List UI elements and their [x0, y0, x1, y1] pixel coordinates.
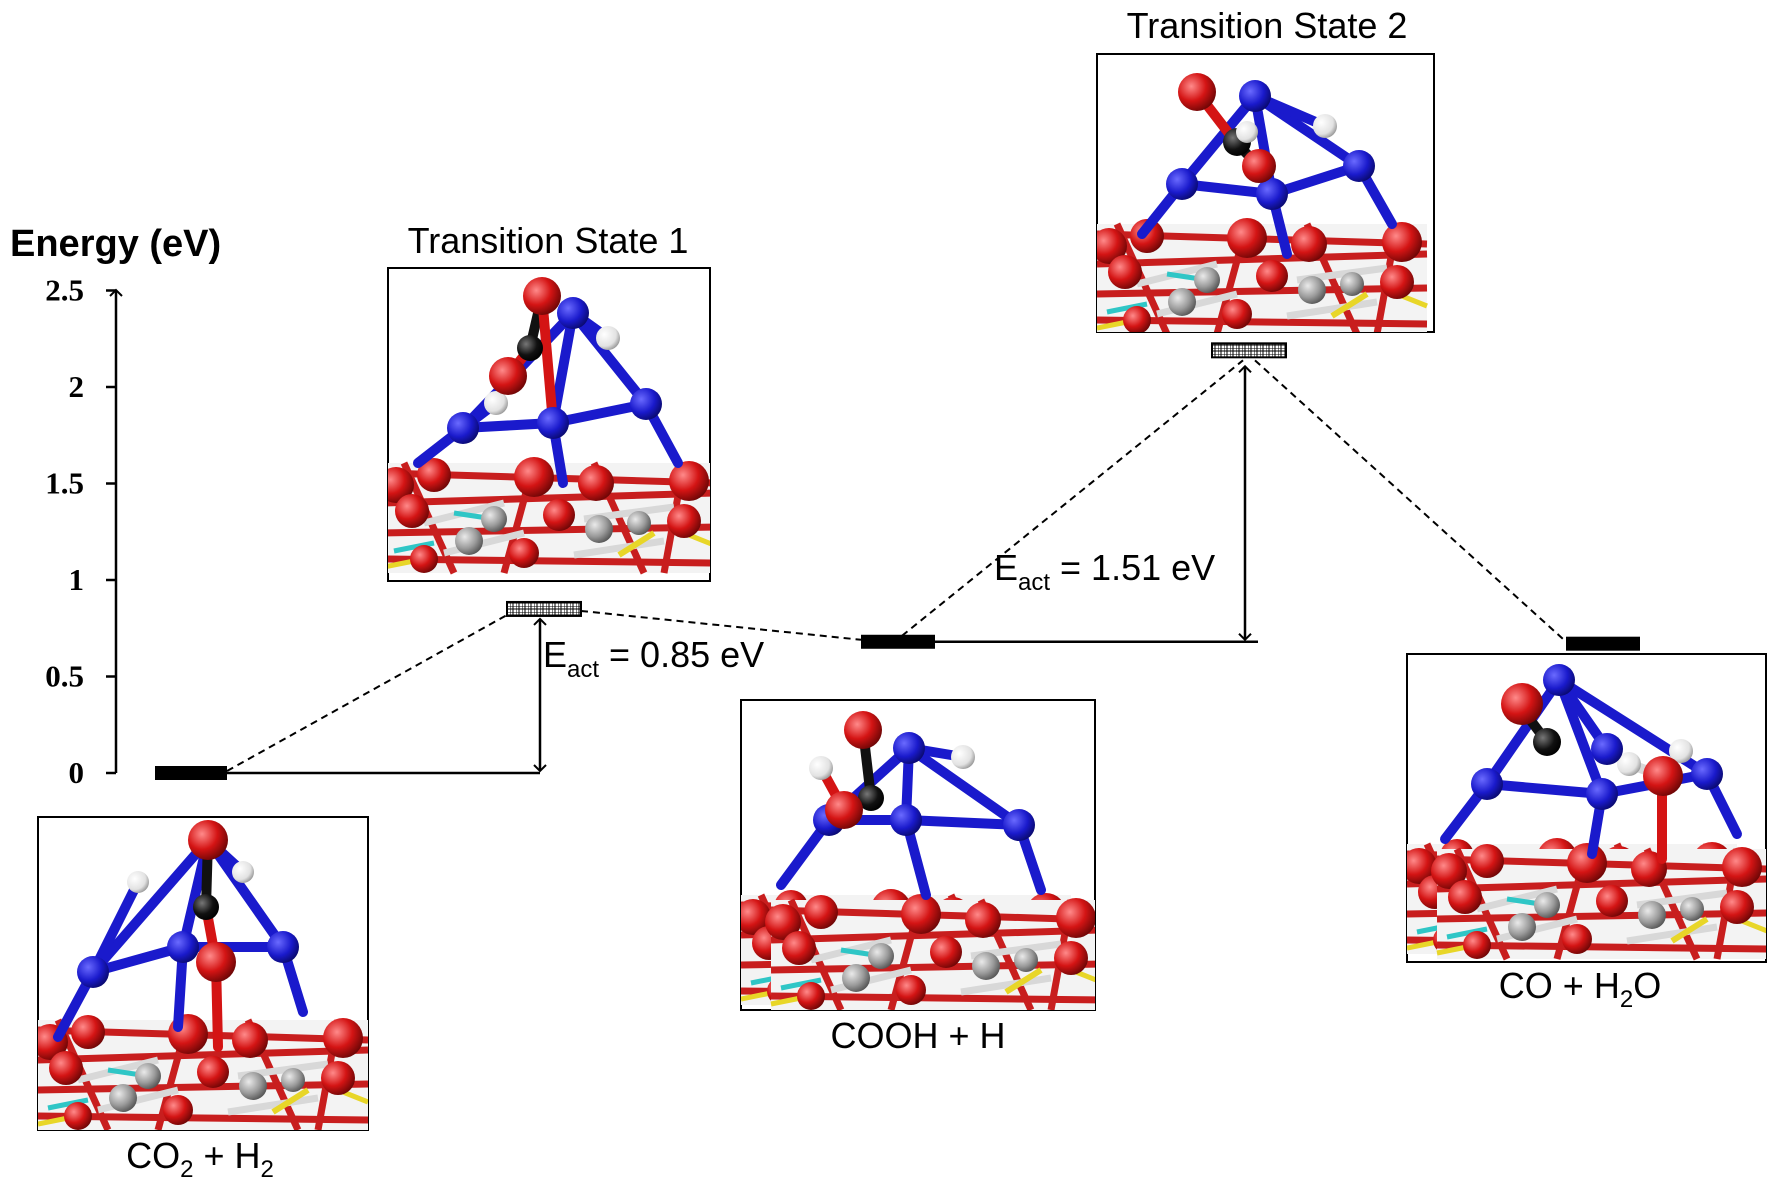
label-co-h2o-part1: CO + H	[1499, 965, 1620, 1006]
label-co2-h2-part1: CO	[126, 1135, 180, 1176]
label-ts2: Transition State 2	[1127, 5, 1408, 46]
label-ts1: Transition State 1	[408, 220, 689, 261]
label-co2-h2: CO2 + H2	[126, 1135, 274, 1183]
pathway-connector	[901, 359, 1244, 637]
label-co-h2o-part2: O	[1633, 965, 1661, 1006]
y-tick-label: 0.5	[45, 659, 84, 694]
energy-level-cooh-h	[861, 634, 935, 649]
eact2-sub: act	[1018, 569, 1050, 596]
label-co-h2o: CO + H2O	[1499, 965, 1661, 1013]
pathway-connector	[580, 609, 862, 641]
label-co2-h2-sub2: 2	[261, 1156, 274, 1183]
y-axis-ticks: 0 0.5 1 1.5 2 2.5	[45, 273, 116, 790]
eact2-value: = 1.51 eV	[1050, 547, 1215, 588]
energy-level-co2-h2	[155, 766, 227, 780]
label-cooh-h: COOH + H	[830, 1015, 1005, 1056]
y-tick-label: 1.5	[45, 466, 84, 501]
eact1-value: = 0.85 eV	[599, 634, 764, 675]
eact2-label: Eact = 1.51 eV	[994, 547, 1215, 596]
y-tick-label: 0	[69, 755, 85, 790]
y-axis: Energy (eV) 0 0.5 1 1.5 2 2.5	[10, 223, 221, 790]
eact1-symbol: E	[543, 634, 567, 675]
y-tick-label: 2	[69, 369, 85, 404]
y-tick-label: 1	[69, 562, 85, 597]
eact2-symbol: E	[994, 547, 1018, 588]
pathway-connector	[1254, 359, 1567, 643]
energy-level-ts1	[506, 600, 582, 617]
structure-inset-ts2	[1096, 53, 1435, 333]
pathway-connector	[226, 614, 508, 772]
structure-inset-cooh-h	[740, 699, 1096, 1011]
structure-inset-ts1	[387, 267, 711, 582]
y-tick-label: 2.5	[45, 273, 84, 308]
eact1-sub: act	[567, 656, 599, 683]
energy-profile	[155, 342, 1640, 780]
energy-level-ts2	[1211, 342, 1287, 359]
structure-inset-co2-h2	[37, 816, 369, 1131]
eact1-label: Eact = 0.85 eV	[543, 634, 764, 683]
y-axis-label: Energy (eV)	[10, 223, 221, 265]
energy-level-co-h2o	[1566, 636, 1640, 651]
label-co2-h2-sub1: 2	[180, 1156, 193, 1183]
label-co2-h2-part2: + H	[193, 1135, 260, 1176]
structure-inset-co-h2o	[1406, 653, 1767, 963]
label-co-h2o-sub: 2	[1620, 986, 1633, 1013]
